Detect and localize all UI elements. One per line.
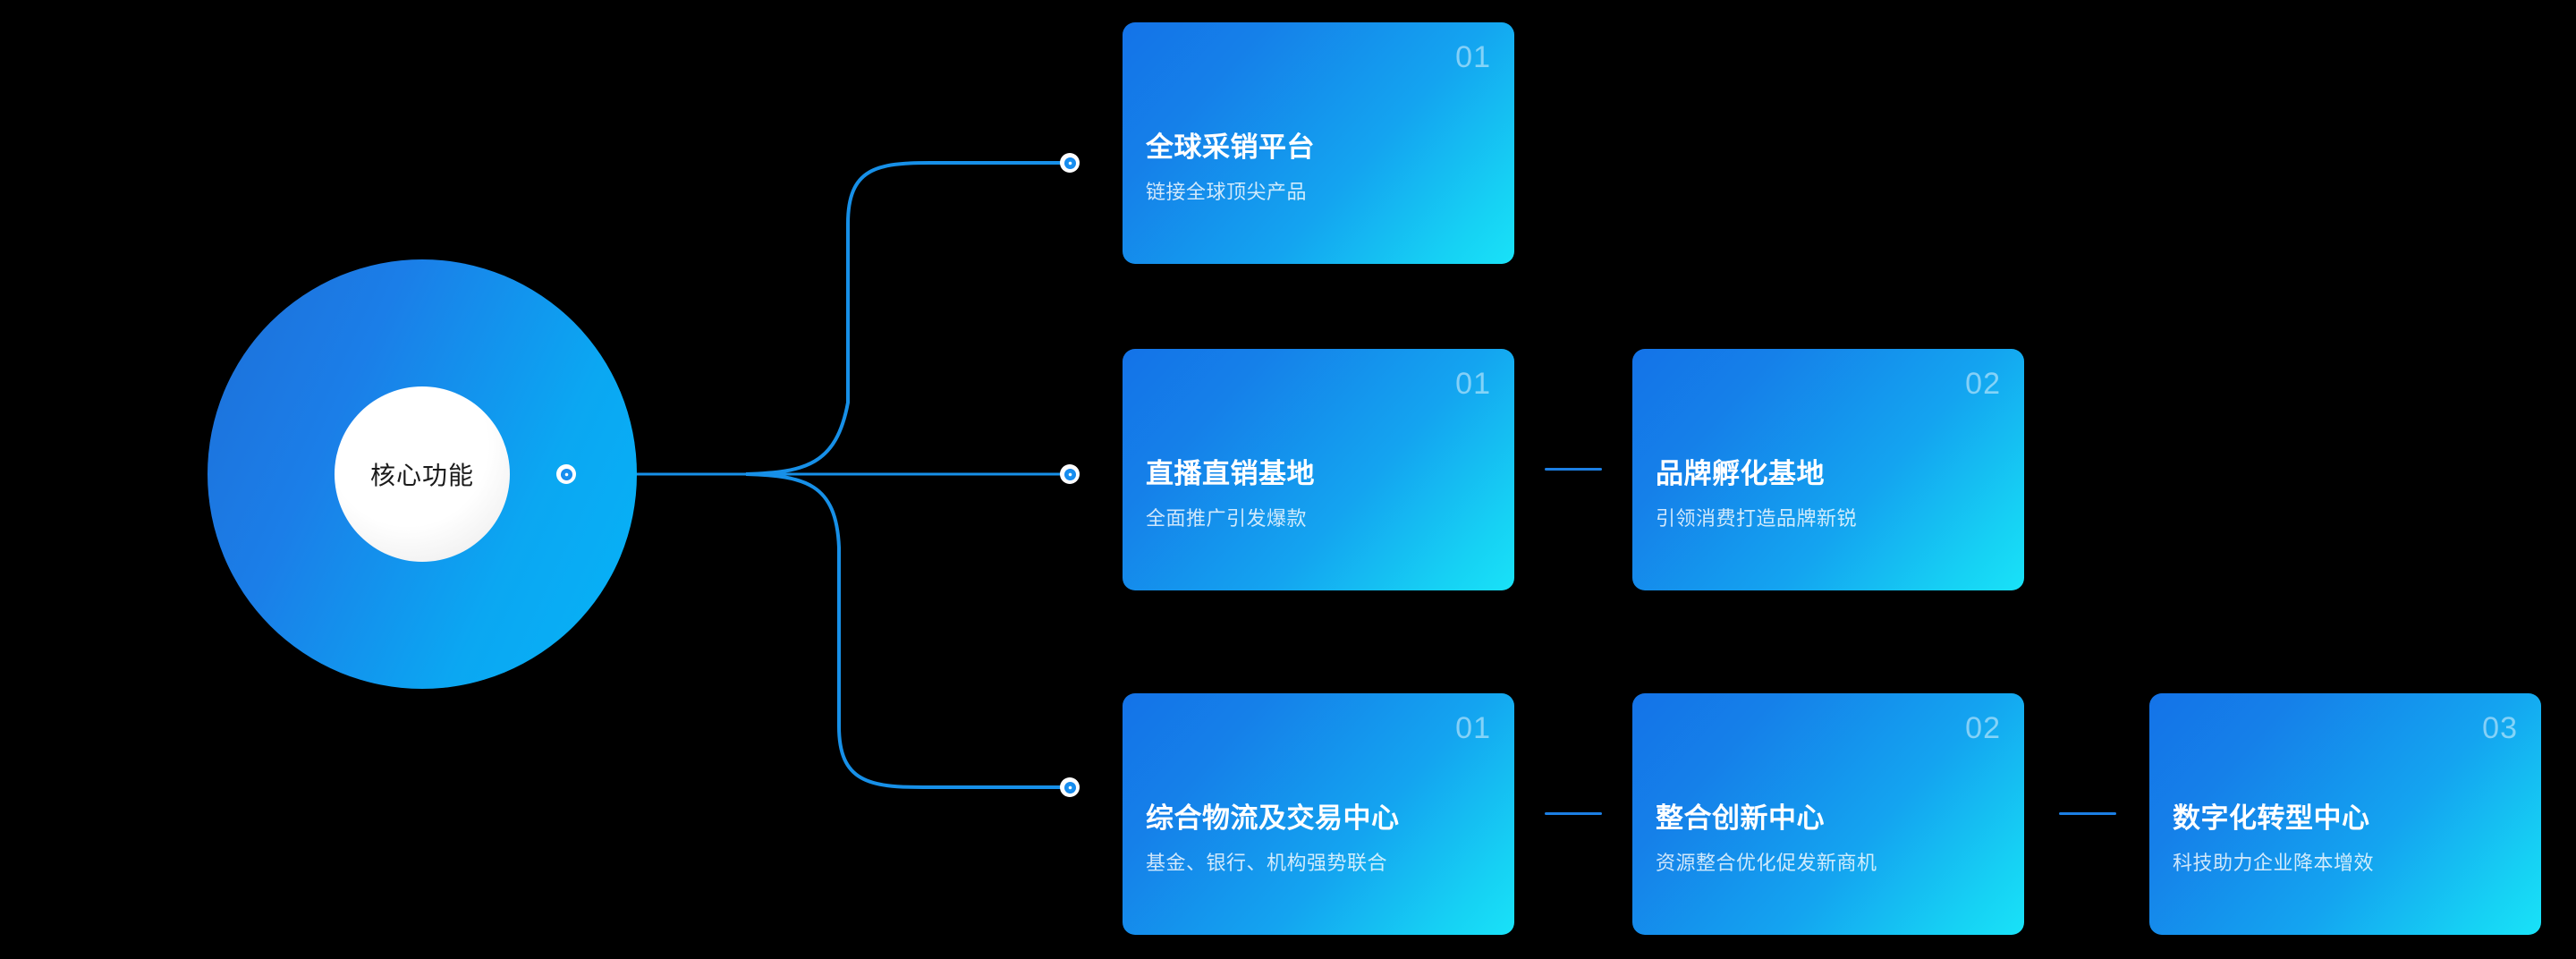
card-number: 02	[1965, 711, 2001, 745]
branch-dot-3[interactable]	[1060, 777, 1080, 797]
card-number: 02	[1965, 367, 2001, 401]
branch-dot-1[interactable]	[1060, 153, 1080, 173]
card-description: 链接全球顶尖产品	[1146, 181, 1308, 203]
card-title: 数字化转型中心	[2173, 802, 2370, 834]
card-number: 01	[1455, 40, 1491, 74]
hub-connector-dot[interactable]	[556, 464, 576, 484]
card-branch3-2[interactable]: 02 整合创新中心 资源整合优化促发新商机	[1632, 693, 2024, 935]
card-branch3-1[interactable]: 01 综合物流及交易中心 基金、银行、机构强势联合	[1123, 693, 1514, 935]
card-link-row3-2-3	[2059, 812, 2116, 815]
card-description: 引领消费打造品牌新锐	[1656, 507, 1858, 530]
card-branch1-1[interactable]: 01 全球采销平台 链接全球顶尖产品	[1123, 22, 1514, 264]
card-title: 整合创新中心	[1656, 802, 1825, 834]
connector-branch-1	[745, 161, 1063, 476]
card-branch2-1[interactable]: 01 直播直销基地 全面推广引发爆款	[1123, 349, 1514, 590]
card-number: 01	[1455, 711, 1491, 745]
card-title: 全球采销平台	[1146, 132, 1315, 163]
card-description: 资源整合优化促发新商机	[1656, 852, 1877, 874]
card-link-row3-1-2	[1545, 812, 1602, 815]
card-number: 03	[2482, 711, 2518, 745]
card-title: 直播直销基地	[1146, 458, 1315, 489]
card-title: 品牌孵化基地	[1656, 458, 1825, 489]
card-branch3-3[interactable]: 03 数字化转型中心 科技助力企业降本增效	[2149, 693, 2541, 935]
card-branch2-2[interactable]: 02 品牌孵化基地 引领消费打造品牌新锐	[1632, 349, 2024, 590]
card-link-row2-1-2	[1545, 468, 1602, 471]
card-title: 综合物流及交易中心	[1146, 802, 1400, 834]
hub-label: 核心功能	[369, 462, 474, 489]
card-description: 科技助力企业降本增效	[2173, 852, 2375, 874]
branch-dot-2[interactable]	[1060, 464, 1080, 484]
card-number: 01	[1455, 367, 1491, 401]
hub-inner-circle: 核心功能	[335, 386, 510, 562]
card-description: 基金、银行、机构强势联合	[1146, 852, 1388, 874]
connector-branch-3	[745, 472, 1063, 789]
card-description: 全面推广引发爆款	[1146, 507, 1308, 530]
